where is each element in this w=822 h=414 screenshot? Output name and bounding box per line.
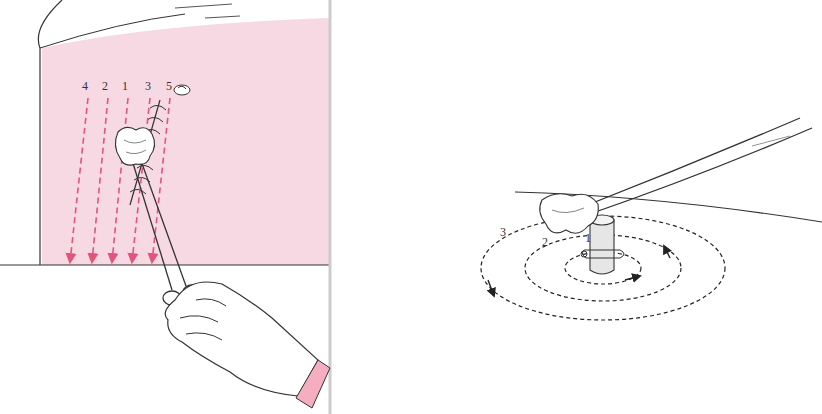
forceps xyxy=(580,118,812,216)
direction-arrow xyxy=(664,246,670,258)
stroke-arrow xyxy=(70,98,88,262)
staple xyxy=(130,189,146,194)
circle-order-number: 1 xyxy=(585,232,591,244)
direction-arrow xyxy=(625,276,640,280)
stroke-order-number: 1 xyxy=(122,80,128,92)
forceps-ridge xyxy=(752,136,790,146)
gauze-fold xyxy=(124,140,146,154)
gauze-sponge xyxy=(540,194,599,233)
glove-cuff xyxy=(296,360,330,408)
forceps-jaw xyxy=(580,118,800,208)
stroke-order-number: 5 xyxy=(166,80,172,92)
navel xyxy=(178,86,186,89)
stroke-arrow xyxy=(152,98,170,262)
gloved-hand xyxy=(165,282,318,396)
forceps-jaw xyxy=(584,128,812,216)
circle-order-number: 2 xyxy=(542,236,548,248)
staple xyxy=(150,105,166,110)
safety-pin xyxy=(582,250,624,258)
stroke-arrow xyxy=(92,98,108,262)
stroke-circle xyxy=(481,216,725,320)
gauze-sponge xyxy=(115,127,154,165)
staple xyxy=(147,117,163,122)
drape-edge xyxy=(38,0,62,265)
navel xyxy=(174,85,190,95)
drape-fold xyxy=(40,14,185,48)
gauze-fold xyxy=(552,208,584,213)
stroke-order-number: 2 xyxy=(102,80,108,92)
forceps-jaw xyxy=(140,158,186,286)
stroke-arrow xyxy=(112,98,128,262)
forceps xyxy=(132,158,201,305)
direction-arrow xyxy=(488,280,494,296)
page-gutter xyxy=(329,0,332,414)
drape-fold xyxy=(175,4,232,8)
stroke-arrows xyxy=(70,98,170,262)
circular-strokes xyxy=(481,216,725,320)
glove-finger xyxy=(180,299,226,340)
safety-pin-coil xyxy=(581,251,587,257)
drain-tube xyxy=(590,220,614,274)
drape-fold xyxy=(205,16,240,18)
circle-order-number: 3 xyxy=(500,226,506,238)
stroke-order-number: 4 xyxy=(82,80,88,92)
prepped-skin-area xyxy=(42,18,330,265)
forceps-jaw xyxy=(132,160,172,290)
stroke-order-number: 3 xyxy=(145,80,151,92)
staple xyxy=(137,165,153,170)
